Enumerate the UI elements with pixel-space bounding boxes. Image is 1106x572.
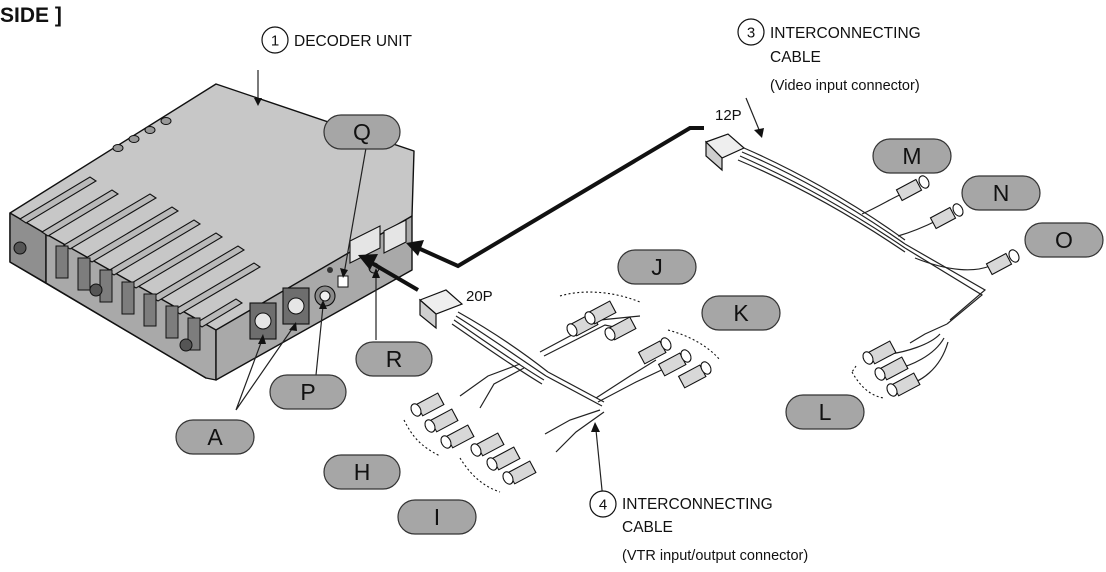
part-4-subtitle: (VTR input/output connector) <box>622 548 808 564</box>
badge-k: K <box>701 295 781 331</box>
part-4-number: 4 <box>599 497 607 514</box>
svg-text:A: A <box>207 424 223 450</box>
part-3-number: 3 <box>747 25 755 42</box>
svg-text:R: R <box>386 346 403 372</box>
part-3-label: 3 INTERCONNECTING CABLE (Video input con… <box>737 18 921 94</box>
badge-n: N <box>961 175 1041 211</box>
svg-text:J: J <box>651 254 663 280</box>
connector-12p-label: 12P <box>715 107 742 124</box>
svg-text:L: L <box>819 399 832 425</box>
badge-j: J <box>617 249 697 285</box>
cable-3-harness <box>704 133 1020 399</box>
badge-o: O <box>1024 222 1104 258</box>
svg-text:K: K <box>733 300 749 326</box>
svg-text:O: O <box>1055 227 1073 253</box>
badge-m: M <box>872 138 952 174</box>
part-1-name: DECODER UNIT <box>294 33 413 50</box>
badge-a: A <box>175 419 255 455</box>
svg-text:H: H <box>354 459 371 485</box>
part-1-number: 1 <box>271 33 279 50</box>
badge-q: Q <box>323 114 401 150</box>
part-4-label: 4 INTERCONNECTING CABLE (VTR input/outpu… <box>589 490 808 564</box>
section-header: SIDE ] <box>0 4 62 27</box>
svg-text:Q: Q <box>353 119 371 145</box>
svg-text:N: N <box>993 180 1010 206</box>
part-3-name: INTERCONNECTING <box>770 25 921 42</box>
badge-p: P <box>269 374 347 410</box>
part-4-name-line2: CABLE <box>622 519 673 536</box>
connector-20p-label: 20P <box>466 288 493 305</box>
svg-text:I: I <box>434 504 440 530</box>
part-1-label: 1 DECODER UNIT <box>261 26 413 54</box>
svg-text:M: M <box>902 143 921 169</box>
part-4-name: INTERCONNECTING <box>622 496 773 513</box>
badge-l: L <box>785 394 865 430</box>
part-3-name-line2: CABLE <box>770 49 821 66</box>
connection-arrows <box>235 70 764 511</box>
part-3-subtitle: (Video input connector) <box>770 78 920 94</box>
cable-4-harness <box>403 289 721 493</box>
badge-h: H <box>323 454 401 490</box>
svg-text:P: P <box>300 379 315 405</box>
decoder-unit <box>9 83 415 381</box>
badge-i: I <box>397 499 477 535</box>
badge-r: R <box>355 341 433 377</box>
